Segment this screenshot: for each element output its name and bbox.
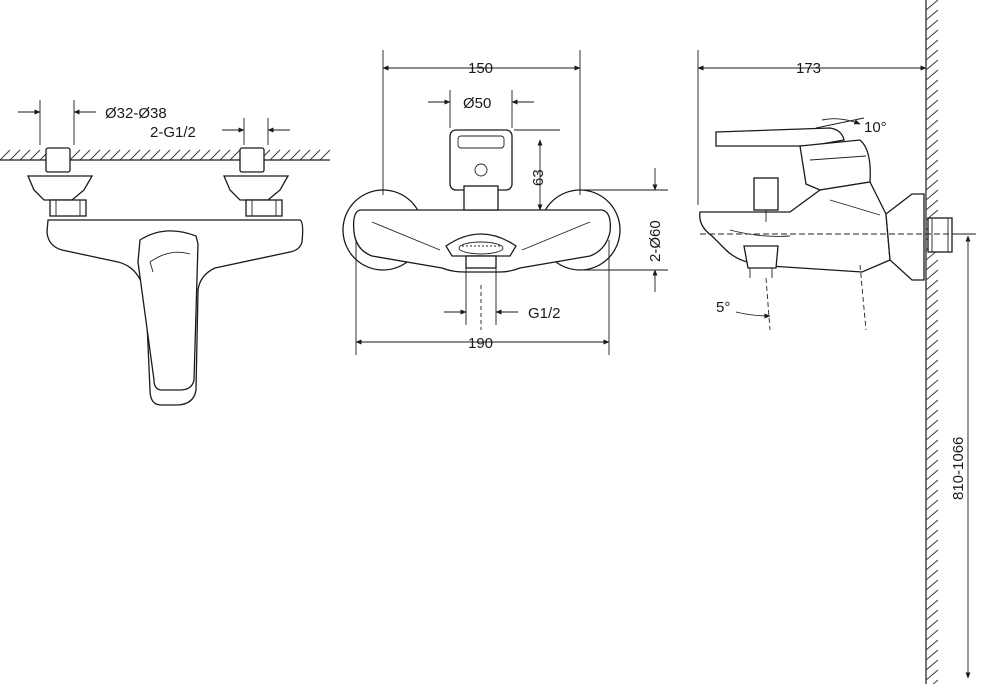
dim-height: 63	[514, 129, 560, 211]
angle-spout-label: 5°	[716, 299, 730, 316]
dim-install-height: 810-1066	[950, 233, 976, 679]
front-view: Ø32-Ø38 2-G1/2	[0, 100, 331, 406]
angle-handle: 10°	[815, 117, 887, 136]
wall-connector-side	[885, 193, 925, 281]
dim-spout-dia: Ø50	[428, 90, 534, 128]
dim-width-top: 150	[382, 50, 581, 195]
diverter-knob	[753, 177, 779, 211]
dim-width-bottom-label: 190	[468, 335, 493, 352]
dim-install-height-label: 810-1066	[950, 437, 967, 500]
spout-outlet	[445, 233, 517, 257]
right-eccentric-connector	[223, 147, 290, 217]
handle-top	[449, 129, 513, 191]
dim-depth: 173	[697, 50, 927, 205]
dim-flange: Ø32-Ø38	[18, 100, 167, 145]
dim-width-top-label: 150	[468, 60, 493, 77]
wall-section-right	[925, 0, 939, 684]
side-view: 173 10° 5° 810-1066	[697, 0, 976, 684]
dim-depth-label: 173	[796, 60, 821, 77]
dim-thread: 2-G1/2	[150, 118, 290, 145]
angle-spout: 5°	[716, 299, 771, 319]
wall-section-top	[0, 149, 331, 161]
handle-lever-front	[137, 230, 199, 391]
dim-thread-label: 2-G1/2	[150, 124, 196, 141]
top-view: 150 Ø50 63 2-Ø60 G	[342, 50, 668, 355]
dim-height-label: 63	[530, 169, 547, 186]
dim-outlet: G1/2	[444, 268, 561, 325]
dim-cover-dia: 2-Ø60	[583, 168, 668, 292]
dim-flange-label: Ø32-Ø38	[105, 105, 167, 122]
dim-cover-dia-label: 2-Ø60	[647, 220, 664, 262]
angle-handle-label: 10°	[864, 119, 887, 136]
left-eccentric-connector	[27, 147, 94, 217]
dim-width-bottom: 190	[355, 240, 610, 355]
mixer-body-side	[699, 181, 891, 273]
dim-spout-dia-label: Ø50	[463, 95, 491, 112]
dim-outlet-label: G1/2	[528, 305, 561, 322]
